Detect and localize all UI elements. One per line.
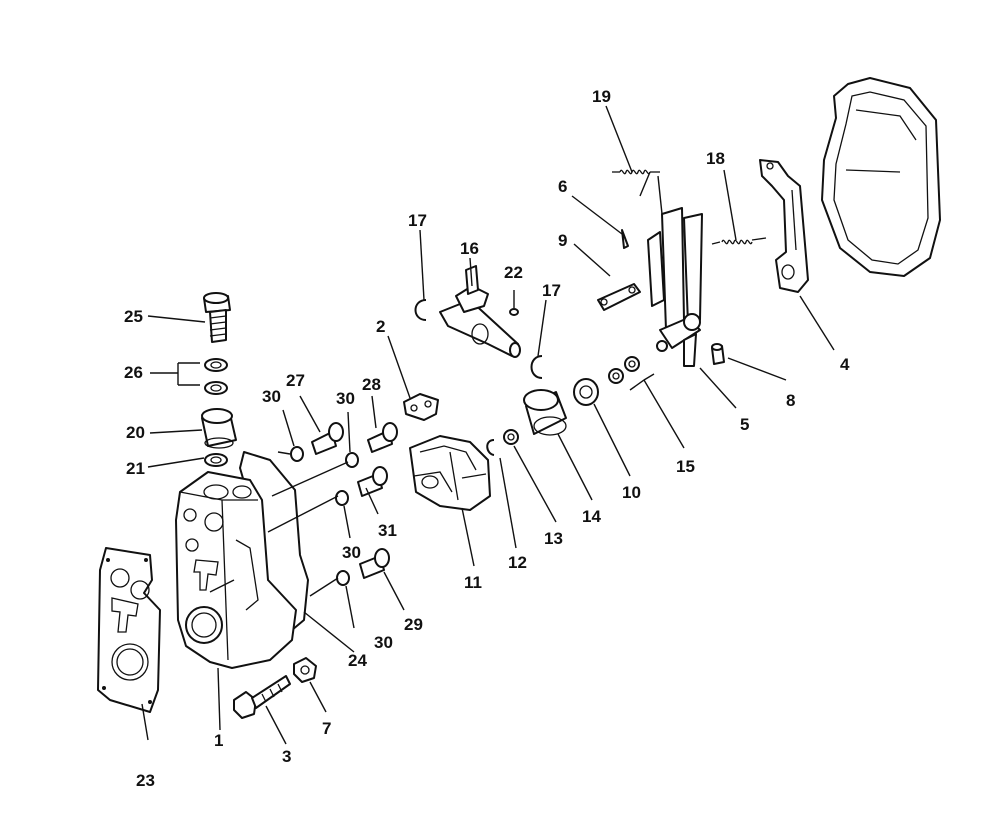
governor-cover-part — [821, 77, 941, 277]
callout-23: 23 — [136, 771, 155, 790]
link-part — [597, 283, 641, 311]
upper-spring-part — [612, 169, 660, 175]
callout-7: 7 — [322, 719, 331, 738]
washer-pair-part — [204, 358, 228, 395]
callout-13: 13 — [544, 529, 563, 548]
callout-30b: 30 — [336, 389, 355, 408]
callout-12: 12 — [508, 553, 527, 572]
shim-washers-part — [608, 356, 640, 384]
callout-27: 27 — [286, 371, 305, 390]
callout-5: 5 — [740, 415, 749, 434]
callout-1: 1 — [214, 731, 223, 750]
pin-part — [509, 308, 519, 316]
leader-lines — [141, 105, 835, 745]
callout-30c: 30 — [342, 543, 361, 562]
long-bolt-part — [233, 675, 291, 719]
control-lever-part — [647, 207, 703, 367]
gasket-part — [97, 547, 161, 713]
callout-21: 21 — [126, 459, 145, 478]
callout-17a: 17 — [408, 211, 427, 230]
callout-2: 2 — [376, 317, 385, 336]
screw-bolts-part — [311, 422, 398, 579]
callout-9: 9 — [558, 231, 567, 250]
callout-16: 16 — [460, 239, 479, 258]
sleeve-part — [523, 389, 567, 436]
bracket-part — [403, 393, 439, 421]
callout-28: 28 — [362, 375, 381, 394]
bearing-part — [573, 378, 599, 406]
callout-3: 3 — [282, 747, 291, 766]
plug-part — [201, 408, 237, 449]
callout-8: 8 — [786, 391, 795, 410]
callout-24: 24 — [348, 651, 367, 670]
callout-18: 18 — [706, 149, 725, 168]
callout-22: 22 — [504, 263, 523, 282]
callout-15: 15 — [676, 457, 695, 476]
washer-part — [204, 453, 228, 467]
small-washers-part — [290, 446, 359, 586]
callout-4: 4 — [840, 355, 850, 374]
callout-17b: 17 — [542, 281, 561, 300]
callout-10: 10 — [622, 483, 641, 502]
dowel-pin-part — [711, 343, 725, 365]
callout-labels: 1 2 3 4 5 6 7 8 9 10 11 12 13 14 15 16 1… — [124, 87, 850, 790]
callout-6: 6 — [558, 177, 567, 196]
side-lever-part — [759, 159, 809, 293]
snap-clip-part — [486, 439, 495, 456]
bolt-part — [203, 292, 231, 343]
lower-spring-part — [711, 237, 767, 245]
snap-ring-part — [414, 299, 543, 379]
callout-11: 11 — [464, 573, 482, 592]
callout-29: 29 — [404, 615, 423, 634]
callout-31: 31 — [378, 521, 397, 540]
nut-part — [293, 657, 317, 683]
callout-26: 26 — [124, 363, 143, 382]
small-nut-part — [503, 429, 519, 445]
callout-14: 14 — [582, 507, 601, 526]
governor-housing-part — [175, 471, 297, 669]
callout-30d: 30 — [374, 633, 393, 652]
callout-20: 20 — [126, 423, 145, 442]
flyweight-part — [409, 435, 491, 511]
cotter-pin-part — [621, 229, 629, 249]
callout-19: 19 — [592, 87, 611, 106]
callout-25: 25 — [124, 307, 143, 326]
callout-30a: 30 — [262, 387, 281, 406]
